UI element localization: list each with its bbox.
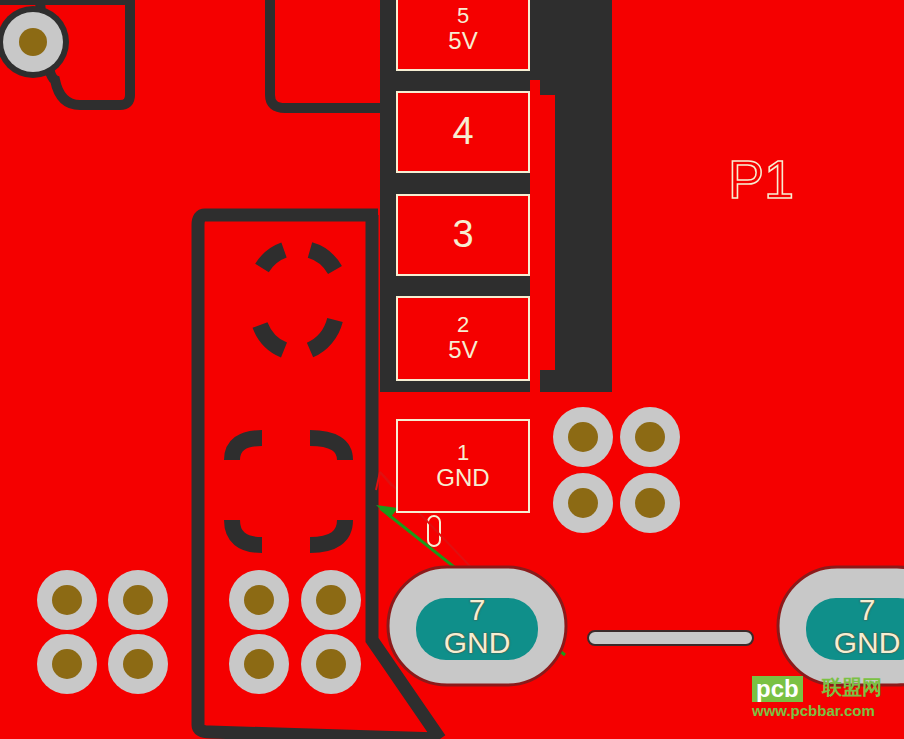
- via-hole: [19, 28, 47, 56]
- pin-number: 7: [859, 593, 876, 626]
- pad-copper: [388, 567, 566, 685]
- net-name: GND: [834, 626, 901, 659]
- via: [3, 12, 63, 72]
- pin-number: 7: [469, 593, 486, 626]
- plated-slot: [806, 598, 904, 660]
- pointer-head: [376, 505, 398, 518]
- via-array: [37, 407, 680, 694]
- net-name: GND: [436, 465, 489, 491]
- net-name: 5V: [448, 337, 477, 363]
- oval-pad: 7GND: [386, 565, 568, 687]
- silkscreen-mark: [428, 516, 440, 546]
- part-designator: P1: [728, 150, 794, 209]
- copper-slot: [588, 631, 753, 645]
- smd-pad: 4: [396, 91, 530, 173]
- via-clearance: [0, 6, 69, 78]
- pin-number: 1: [457, 441, 469, 465]
- clearance-region: [380, 0, 396, 392]
- net-name: 5V: [448, 28, 477, 54]
- smd-pad: 25V: [396, 296, 530, 381]
- watermark: 联盟网: [822, 676, 882, 698]
- smd-pad: 1GND: [396, 419, 530, 513]
- clearance: [270, 0, 385, 108]
- pin-number: 3: [452, 214, 473, 256]
- thermal-relief: [232, 250, 345, 545]
- pointer-head: [376, 472, 392, 490]
- smd-pad: 3: [396, 194, 530, 276]
- pin-number: 4: [452, 111, 473, 153]
- net-name: GND: [444, 626, 511, 659]
- pad-copper: [778, 567, 904, 685]
- oval-pad: 7GND: [776, 565, 904, 687]
- pin-number: 5: [457, 4, 469, 28]
- smd-pad: 55V: [396, 0, 530, 71]
- watermark: www.pcbbar.com: [752, 703, 875, 720]
- watermark: pcb: [752, 676, 803, 702]
- pin-number: 2: [457, 313, 469, 337]
